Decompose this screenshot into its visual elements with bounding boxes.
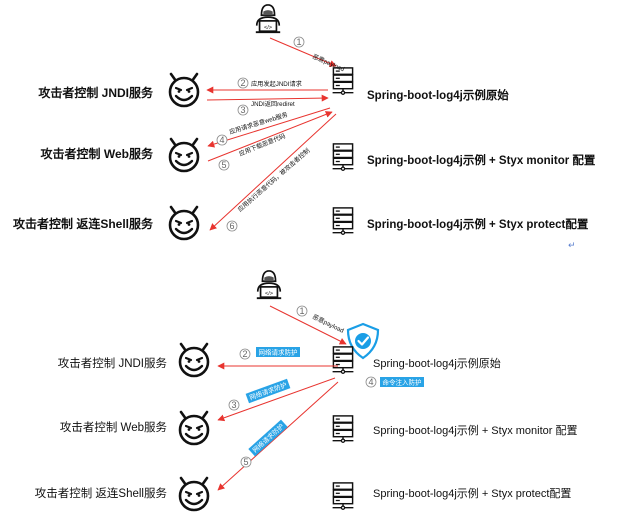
- defense-tag-text: 网络请求防护: [259, 348, 298, 357]
- step-3-text: JNDI返回rediret: [251, 101, 295, 108]
- svg-text:3: 3: [231, 400, 236, 410]
- devil-face-icon: [178, 476, 210, 512]
- devil-face-icon: [168, 72, 200, 108]
- hacker-laptop-icon: [254, 3, 282, 34]
- arrow-step-5: [207, 111, 333, 162]
- top-diagram: 攻击者控制 JNDI服务 攻击者控制 Web服务 攻击者控制 返连Shell服务…: [13, 3, 596, 250]
- top-arrows: [206, 37, 337, 231]
- svg-text:5: 5: [243, 457, 248, 467]
- step-6-text: 应用执行恶意代码，被攻击者控制: [236, 147, 311, 214]
- arrow-step-4: [207, 107, 331, 148]
- step-1-text: 恶意payload: [311, 313, 346, 335]
- server-origin-label: Spring-boot-log4j示例原始: [367, 88, 509, 102]
- arrow-step-3: [206, 94, 329, 102]
- step-1-marker: 1 恶意payload: [293, 36, 346, 73]
- arrow-step-6: [209, 113, 337, 231]
- step-6-marker: 6 应用执行恶意代码，被攻击者控制: [226, 147, 311, 232]
- step-1-marker: 1 恶意payload: [296, 305, 346, 335]
- server-monitor-label: Spring-boot-log4j示例 + Styx monitor 配置: [367, 153, 596, 167]
- server-protect-label: Spring-boot-log4j示例 + Styx protect配置: [373, 486, 571, 500]
- devil-face-icon: [178, 410, 210, 446]
- step-1-text: 恶意payload: [311, 52, 346, 73]
- arrow-step-3: [217, 377, 336, 422]
- step-2-text: 应用发起JNDI请求: [251, 80, 302, 88]
- defense-tag-text: 命令注入防护: [383, 378, 422, 387]
- hacker-laptop-icon: [255, 269, 283, 300]
- step-5-text: 应用下载恶意代码: [238, 132, 287, 158]
- bottom-diagram: 攻击者控制 JNDI服务 攻击者控制 Web服务 攻击者控制 返连Shell服务…: [35, 269, 578, 512]
- server-protect-label: Spring-boot-log4j示例 + Styx protect配置: [367, 217, 589, 231]
- step-5-marker: 5 网络请求防护: [240, 419, 288, 468]
- step-4-marker: 4 命令注入防护: [365, 376, 424, 388]
- svg-text:2: 2: [240, 78, 245, 88]
- devil-face-icon: [178, 342, 210, 378]
- attacker-web-label: 攻击者控制 Web服务: [60, 420, 168, 434]
- svg-text:1: 1: [299, 306, 304, 316]
- server-rack-icon: [331, 482, 355, 511]
- attacker-shell-label: 攻击者控制 返连Shell服务: [13, 216, 154, 231]
- svg-text:3: 3: [240, 105, 245, 115]
- svg-text:1: 1: [296, 37, 301, 47]
- svg-text:4: 4: [368, 377, 373, 387]
- svg-text:5: 5: [221, 160, 226, 170]
- svg-text:4: 4: [219, 135, 224, 145]
- svg-text:2: 2: [242, 349, 247, 359]
- devil-face-icon: [168, 137, 200, 173]
- step-2-marker: 2 网络请求防护: [239, 347, 300, 360]
- bottom-arrows: [217, 305, 347, 491]
- defense-tag: [380, 377, 424, 387]
- defense-tag: [248, 419, 288, 457]
- attacker-jndi-label: 攻击者控制 JNDI服务: [38, 85, 154, 100]
- server-monitor-label: Spring-boot-log4j示例 + Styx monitor 配置: [373, 423, 578, 437]
- step-2-marker: 2 应用发起JNDI请求: [237, 77, 302, 89]
- attacker-jndi-label: 攻击者控制 JNDI服务: [58, 356, 168, 370]
- attacker-shell-label: 攻击者控制 返连Shell服务: [35, 486, 168, 500]
- server-rack-icon: [331, 346, 355, 375]
- defense-tag: [245, 378, 291, 404]
- server-rack-icon: [331, 207, 355, 236]
- arrow-step-1: [269, 37, 337, 67]
- server-rack-icon: [331, 143, 355, 172]
- defense-tag: [256, 347, 300, 357]
- devil-face-icon: [168, 205, 200, 241]
- svg-text:6: 6: [229, 221, 234, 231]
- attacker-web-label: 攻击者控制 Web服务: [41, 146, 154, 161]
- server-rack-icon: [331, 415, 355, 444]
- step-5-marker: 5 应用下载恶意代码: [218, 132, 287, 171]
- defense-tag-text: 网络请求防护: [250, 422, 285, 455]
- arrow-step-5: [217, 381, 339, 491]
- server-origin-label: Spring-boot-log4j示例原始: [373, 356, 501, 370]
- arrow-step-1: [269, 305, 347, 345]
- paragraph-mark: ↵: [568, 240, 576, 250]
- step-3-marker: 3 JNDI返回rediret: [237, 101, 295, 116]
